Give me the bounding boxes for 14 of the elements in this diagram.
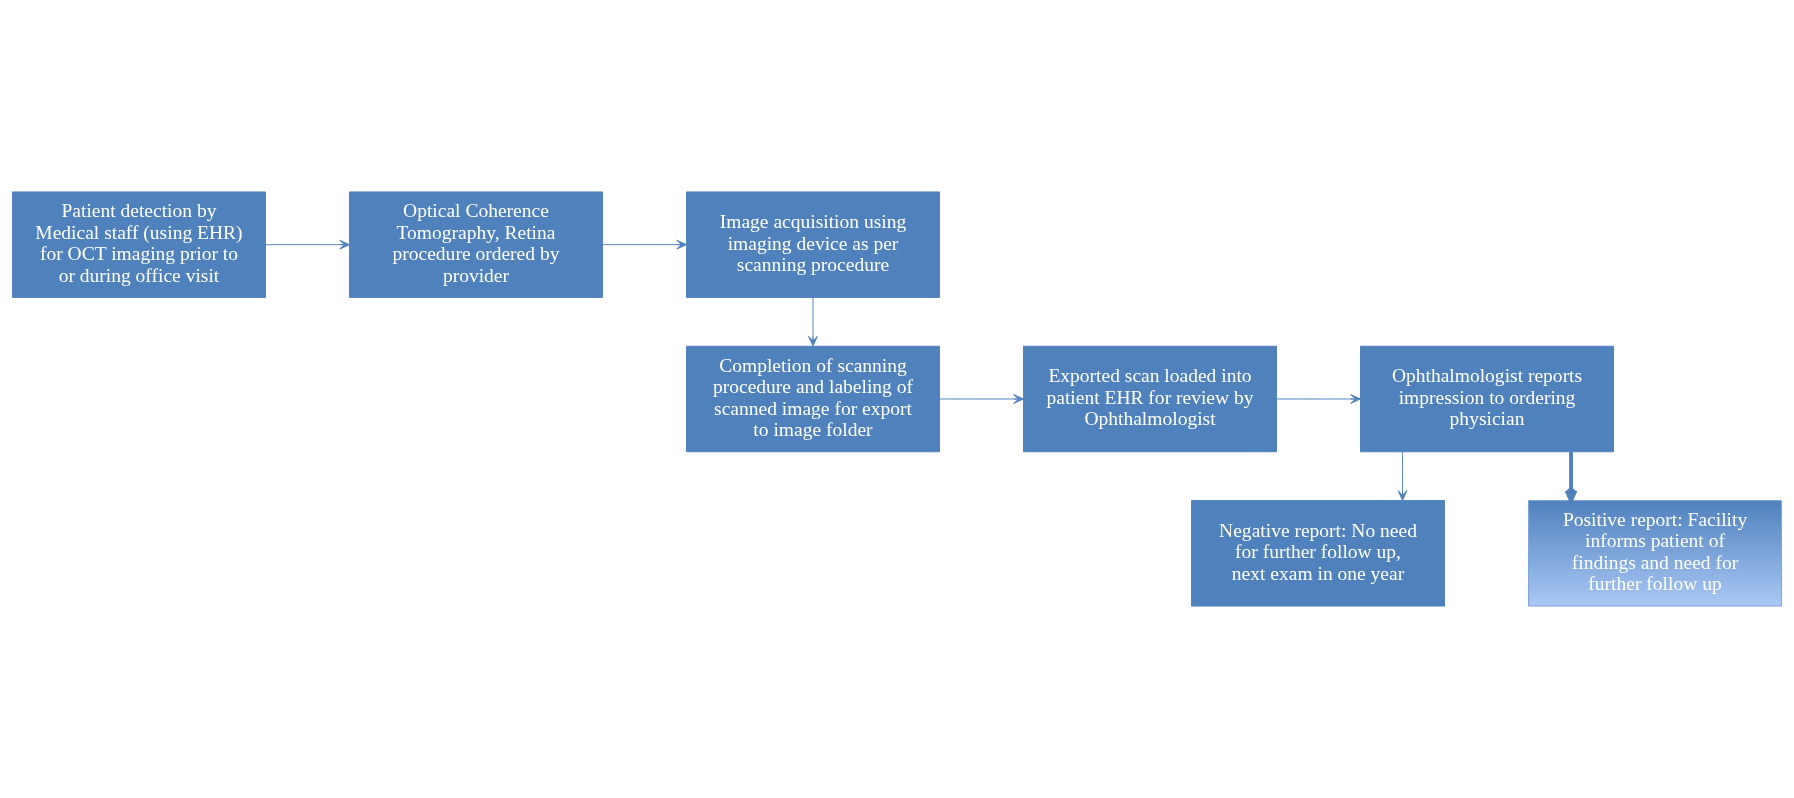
node-box: Image acquisition using imaging device as per scanning procedure <box>686 191 940 298</box>
arrow <box>602 239 687 250</box>
arrow <box>808 297 818 347</box>
arrow <box>939 394 1024 404</box>
node-box: Negative report: No need for further follow up, next exam in one year <box>1191 500 1445 607</box>
node-box: Completion of scanning procedure and labeling of scanned image for export to image folder <box>686 345 940 453</box>
node-box: Patient detection by Medical staff (using EHR) for OCT imaging prior to or during office visit <box>11 191 266 298</box>
node-box: Optical Coherence Tomography, Retina procedure ordered by provider <box>349 191 603 298</box>
arrow <box>265 239 350 250</box>
node-box: Ophthalmologist reports impression to ordering physician <box>1360 345 1614 453</box>
node-box: Exported scan loaded into patient EHR for review by Ophthalmologist <box>1023 345 1277 453</box>
arrow <box>1276 394 1361 404</box>
arrow <box>1397 451 1408 501</box>
node-box: Positive report: Facility informs patient of findings and need for further follow up <box>1528 500 1783 607</box>
